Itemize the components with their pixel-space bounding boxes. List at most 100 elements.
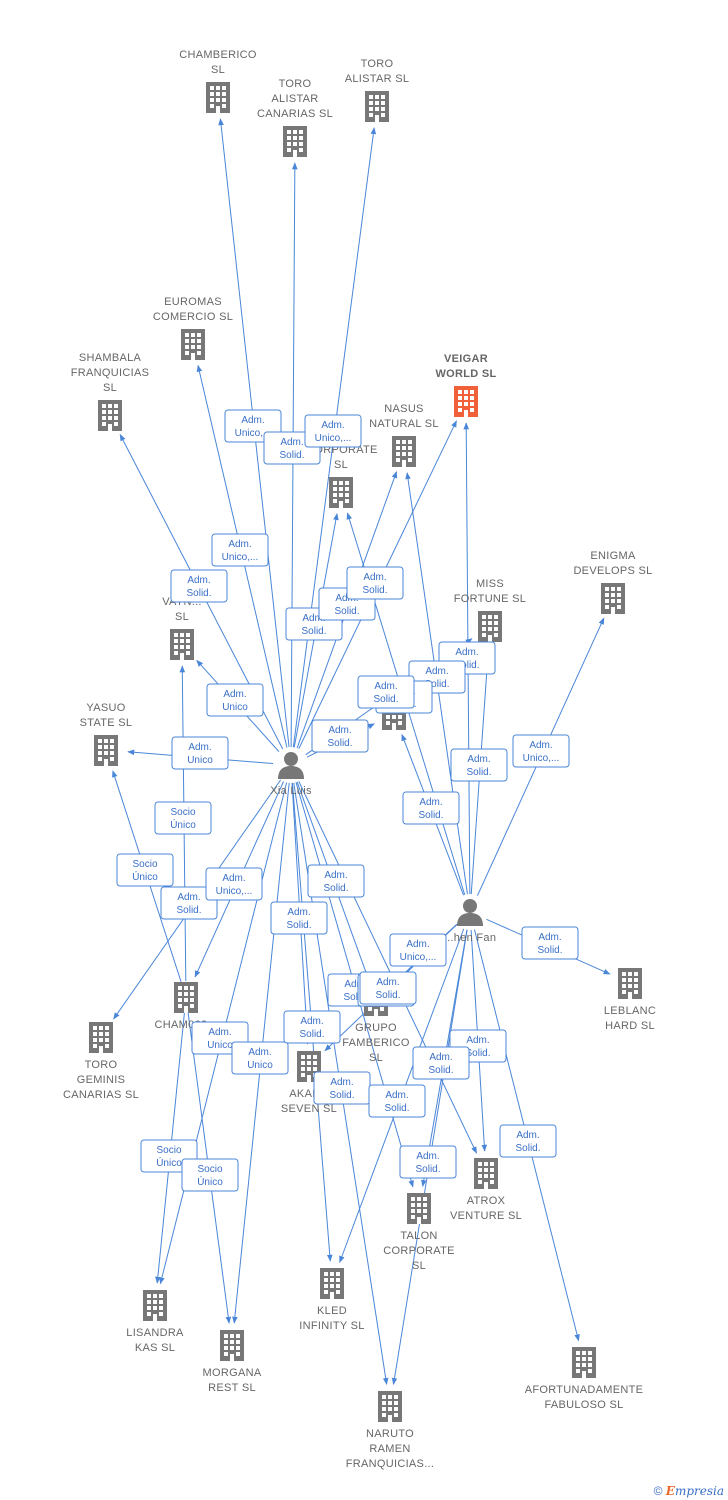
person-icon bbox=[457, 899, 483, 926]
edge-label[interactable]: Adm.Solid. bbox=[521, 926, 579, 960]
building-icon bbox=[206, 82, 230, 113]
edge-label[interactable]: Adm.Solid. bbox=[357, 675, 415, 709]
edge-label-text: Solid. bbox=[384, 1103, 409, 1114]
edge-label[interactable]: Adm.Solid. bbox=[346, 566, 404, 600]
edge-label[interactable]: Adm.Solid. bbox=[283, 1010, 341, 1044]
edge-label-text: Adm. bbox=[188, 742, 211, 753]
edge-label[interactable]: Adm.Solid. bbox=[368, 1084, 426, 1118]
edge-label[interactable]: Adm.Unico bbox=[231, 1041, 289, 1075]
node-label: ATROX bbox=[467, 1195, 506, 1207]
edge-label[interactable]: Adm.Unico,... bbox=[512, 734, 570, 768]
edge-label-text: Adm. bbox=[425, 666, 448, 677]
node-label: MORGANA bbox=[203, 1367, 262, 1379]
node-label: KAS SL bbox=[135, 1342, 175, 1354]
building-icon bbox=[454, 386, 478, 417]
edge-label-box bbox=[116, 853, 174, 887]
edge-label-box bbox=[307, 864, 365, 898]
edge-label[interactable]: Adm.Solid. bbox=[160, 886, 218, 920]
edge-label-box bbox=[160, 886, 218, 920]
node-label: AFORTUNADAMENTE bbox=[525, 1384, 644, 1396]
node-vayne[interactable]: VAYN...SL bbox=[162, 596, 202, 660]
node-label: GRUPO bbox=[355, 1022, 397, 1034]
edge-label-text: Adm. bbox=[374, 681, 397, 692]
brand-logo[interactable]: Empresia bbox=[666, 1484, 724, 1498]
building-icon bbox=[601, 583, 625, 614]
edge-label-box bbox=[170, 569, 228, 603]
edge-label[interactable]: Adm.Solid. bbox=[170, 569, 228, 603]
edge-label[interactable]: Adm.Unico,... bbox=[211, 533, 269, 567]
edge-label[interactable]: Adm. Unico bbox=[171, 736, 229, 770]
edge-label-box bbox=[304, 414, 362, 448]
edge-label-text: Solid. bbox=[343, 992, 368, 1003]
edge-label-box bbox=[154, 801, 212, 835]
edge-label[interactable]: Adm.Solid. bbox=[450, 748, 508, 782]
brand-footer[interactable]: © Empresia bbox=[654, 1484, 724, 1498]
edge-label-box bbox=[521, 926, 579, 960]
edge-label-box bbox=[359, 971, 417, 1005]
node-label: VENTURE SL bbox=[450, 1210, 522, 1222]
edge-label-text: Adm. bbox=[302, 613, 325, 624]
edge-label[interactable]: Adm.Unico,... bbox=[205, 867, 263, 901]
edge-label-text: Unico bbox=[207, 1040, 233, 1051]
node-label: TORO bbox=[279, 78, 312, 90]
edge-label[interactable]: Adm.Unico,... bbox=[304, 414, 362, 448]
edge-label-text: Unico bbox=[187, 755, 213, 766]
edge-label[interactable]: Adm.Unico,... bbox=[389, 933, 447, 967]
node-label: WORLD SL bbox=[435, 368, 496, 380]
edge-label-text: Adm. bbox=[538, 932, 561, 943]
edge-label[interactable]: Adm.Solid. bbox=[499, 1124, 557, 1158]
building-icon bbox=[94, 735, 118, 766]
edge-label-box bbox=[499, 1124, 557, 1158]
building-icon bbox=[170, 629, 194, 660]
edge-label-text: Solid. bbox=[323, 883, 348, 894]
edge-label[interactable]: Adm.Solid. bbox=[402, 791, 460, 825]
edge-label[interactable]: Adm.Solid. bbox=[311, 719, 369, 753]
edge-label[interactable]: Adm.Solid. bbox=[412, 1046, 470, 1080]
edge-label-box bbox=[211, 533, 269, 567]
building-icon bbox=[572, 1347, 596, 1378]
edge-label-text: Solid. bbox=[466, 767, 491, 778]
edge-label-text: Adm. bbox=[228, 539, 251, 550]
node-label: TORO bbox=[85, 1059, 118, 1071]
building-icon bbox=[98, 400, 122, 431]
edge-label-text: Adm. bbox=[363, 572, 386, 583]
edge-label-text: Adm. bbox=[416, 1151, 439, 1162]
node-chen_fan[interactable]: ...hen Fan bbox=[444, 899, 497, 944]
edge-label[interactable]: Adm.Solid. bbox=[270, 901, 328, 935]
edge-label-text: Socio bbox=[156, 1145, 181, 1156]
node-label: FRANQUICIAS bbox=[71, 367, 149, 379]
edge-label[interactable]: Adm.Unico bbox=[206, 683, 264, 717]
edge-label[interactable]: Adm.Solid. bbox=[307, 864, 365, 898]
node-atrox[interactable]: ATROX VENTURE SL bbox=[450, 1158, 522, 1222]
edge-label[interactable]: Adm.Solid. bbox=[313, 1071, 371, 1105]
edge-label-box bbox=[512, 734, 570, 768]
edge-label-text: Solid. bbox=[329, 1090, 354, 1101]
edge-label[interactable]: Adm.Solid. bbox=[359, 971, 417, 1005]
edge-label[interactable]: Adm.Solid. bbox=[399, 1145, 457, 1179]
edge-label-text: Adm. bbox=[344, 979, 367, 990]
node-naruto[interactable]: NARUTORAMENFRANQUICIAS... bbox=[346, 1391, 435, 1470]
edge-xia_luis-atrox bbox=[298, 781, 477, 1154]
node-xia_luis[interactable]: Xia Luis bbox=[270, 752, 312, 797]
